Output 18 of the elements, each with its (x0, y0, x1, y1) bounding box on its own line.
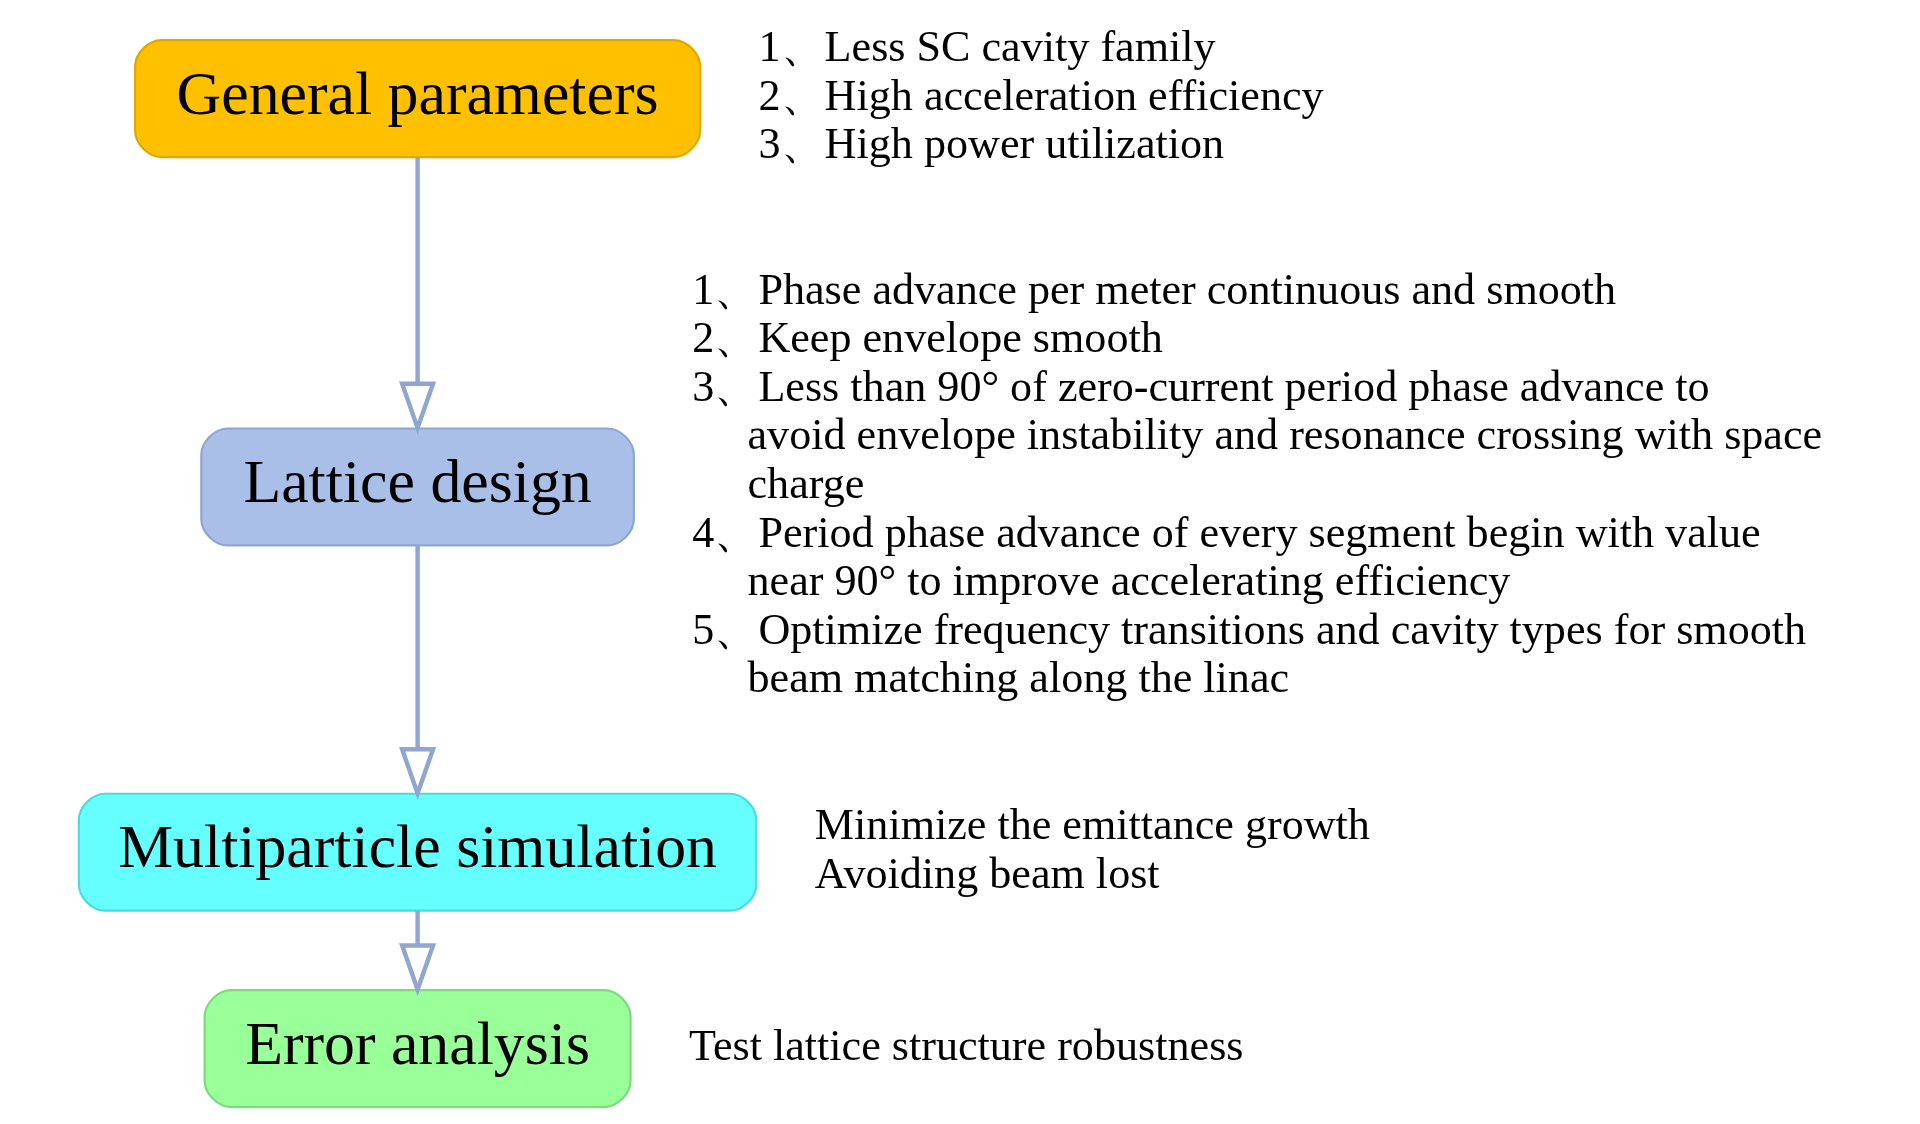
arrow (398, 157, 436, 435)
node-box: General parameters (133, 38, 701, 159)
node-label: 3、High power utilization (758, 119, 1224, 169)
node-label: 4、Period phase advance of every segment begin with value near 90° to improve accelerating efficiency (691, 507, 1761, 606)
arrow (398, 545, 436, 801)
node-box: Multiparticle simulation (77, 792, 757, 912)
node-label: Test lattice structure robustness (688, 1020, 1243, 1070)
node-label: 2、Keep envelope smooth (691, 313, 1163, 363)
node-label: 3、Less than 90° of zero-current period phase advance to avoid envelope instability and resonance crossing with space charge (691, 361, 1822, 508)
node-label: 1、Less SC cavity family (758, 22, 1216, 72)
arrow (398, 911, 436, 997)
node-label: Minimize the emittance growth (814, 799, 1370, 849)
node-label: 5、Optimize frequency transitions and cavity types for smooth beam matching along the linac (691, 604, 1806, 703)
node-label: 2、High acceleration efficiency (758, 70, 1324, 120)
node-box: Lattice design (199, 427, 635, 547)
node-label: Avoiding beam lost (814, 848, 1160, 898)
node-label: 1、Phase advance per meter continuous and smooth (691, 264, 1616, 314)
node-box: Error analysis (203, 989, 632, 1109)
